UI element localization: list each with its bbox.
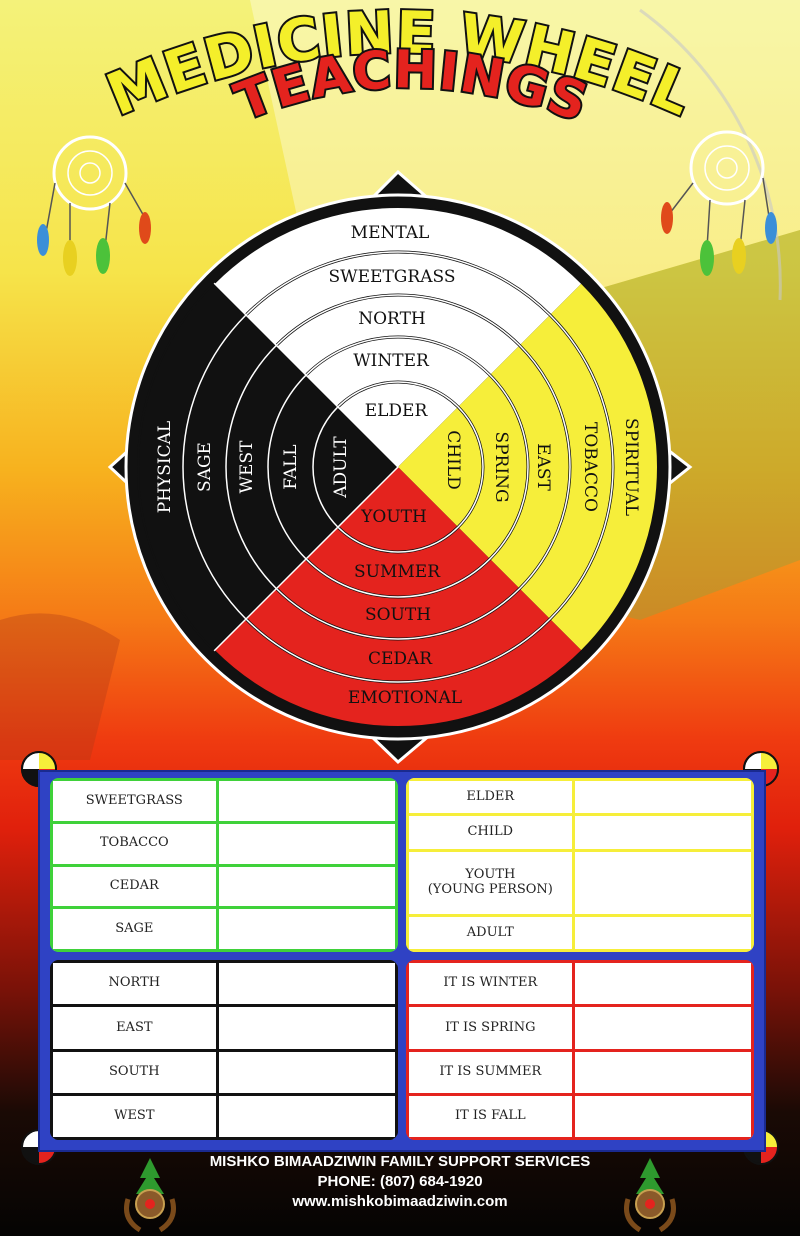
wheel-label: SAGE <box>195 442 215 492</box>
organization-logo-icon <box>624 1158 676 1233</box>
medicine-wheel: MENTAL SWEETGRASS NORTH WINTER ELDER EMO… <box>110 172 690 762</box>
wheel-label: SPRING <box>491 431 511 502</box>
wheel-west-labels: PHYSICAL SAGE WEST FALL ADULT <box>155 421 351 513</box>
wheel-label: SWEETGRASS <box>329 267 456 287</box>
dreamcatcher-icon <box>661 130 777 276</box>
answer-cell[interactable] <box>571 913 754 952</box>
phone-number: PHONE: (807) 684-1920 <box>317 1173 483 1190</box>
table-label: TOBACCO <box>50 820 219 867</box>
organization-logo-icon <box>124 1158 176 1233</box>
table-label: IT IS FALL <box>406 1092 575 1140</box>
medicines-table: SWEETGRASS TOBACCO CEDAR SAGE <box>50 778 398 952</box>
wheel-east-labels: SPIRITUAL TOBACCO EAST SPRING CHILD <box>443 418 641 516</box>
table-label: YOUTH(YOUNG PERSON) <box>406 848 575 917</box>
wheel-label: FALL <box>281 444 301 489</box>
website-link[interactable]: www.mishkobimaadziwin.com <box>292 1193 508 1210</box>
table-label: IT IS SPRING <box>406 1004 575 1052</box>
dreamcatcher-icon <box>37 135 151 276</box>
wheel-label: TOBACCO <box>580 422 600 512</box>
wheel-label: WEST <box>237 440 257 494</box>
wheel-label: EAST <box>533 443 553 491</box>
table-label: SOUTH <box>50 1048 219 1096</box>
wheel-label: CEDAR <box>368 649 433 669</box>
wheel-label: SOUTH <box>365 605 431 625</box>
table-label: IT IS WINTER <box>406 960 575 1008</box>
footer: MISHKO BIMAADZIWIN FAMILY SUPPORT SERVIC… <box>0 1152 800 1236</box>
answer-cell[interactable] <box>571 1092 754 1140</box>
wheel-south-labels: EMOTIONAL CEDAR SOUTH SUMMER YOUTH <box>348 507 462 708</box>
table-label: CHILD <box>406 813 575 852</box>
table-label: IT IS SUMMER <box>406 1048 575 1096</box>
wheel-label: SPIRITUAL <box>621 418 641 516</box>
table-label: CEDAR <box>50 863 219 910</box>
wheel-label: YOUTH <box>360 507 427 527</box>
life-stages-table: ELDER CHILD YOUTH(YOUNG PERSON) ADULT <box>406 778 754 952</box>
table-label: WEST <box>50 1092 219 1140</box>
answer-cell[interactable] <box>215 1048 398 1096</box>
answer-cell[interactable] <box>215 778 398 824</box>
wheel-label: MENTAL <box>351 223 430 243</box>
table-label: SAGE <box>50 906 219 952</box>
answer-cell[interactable] <box>215 960 398 1008</box>
organization-name: MISHKO BIMAADZIWIN FAMILY SUPPORT SERVIC… <box>209 1153 591 1170</box>
answer-cell[interactable] <box>215 1092 398 1140</box>
answer-cell[interactable] <box>215 863 398 910</box>
wheel-label: NORTH <box>358 309 425 329</box>
wheel-label: ADULT <box>331 436 351 499</box>
answer-cell[interactable] <box>571 848 754 917</box>
wheel-label: ELDER <box>365 401 429 421</box>
wheel-label: PHYSICAL <box>155 421 175 513</box>
answer-cell[interactable] <box>571 778 754 817</box>
wheel-label: SUMMER <box>354 562 441 582</box>
answer-cell[interactable] <box>571 1048 754 1096</box>
answer-cell[interactable] <box>571 1004 754 1052</box>
wheel-label: EMOTIONAL <box>348 688 462 708</box>
table-label: NORTH <box>50 960 219 1008</box>
table-label: EAST <box>50 1004 219 1052</box>
wheel-north-labels: MENTAL SWEETGRASS NORTH WINTER ELDER <box>329 223 456 421</box>
table-label-line: YOUTH <box>465 867 516 883</box>
poster-title: MEDICINE WHEEL TEACHINGS <box>96 0 705 136</box>
wheel-quadrants <box>138 207 658 727</box>
worksheet-panel: SWEETGRASS TOBACCO CEDAR SAGE ELDER CHIL… <box>38 770 766 1152</box>
wheel-label: CHILD <box>443 430 463 489</box>
answer-cell[interactable] <box>215 1004 398 1052</box>
answer-cell[interactable] <box>215 820 398 867</box>
directions-table: NORTH EAST SOUTH WEST <box>50 960 398 1140</box>
answer-cell[interactable] <box>215 906 398 952</box>
seasons-table: IT IS WINTER IT IS SPRING IT IS SUMMER I… <box>406 960 754 1140</box>
table-label: ELDER <box>406 778 575 817</box>
table-label: ADULT <box>406 913 575 952</box>
table-label: SWEETGRASS <box>50 778 219 824</box>
answer-cell[interactable] <box>571 813 754 852</box>
answer-cell[interactable] <box>571 960 754 1008</box>
table-label-line: (YOUNG PERSON) <box>427 881 553 897</box>
wheel-label: WINTER <box>353 351 430 371</box>
